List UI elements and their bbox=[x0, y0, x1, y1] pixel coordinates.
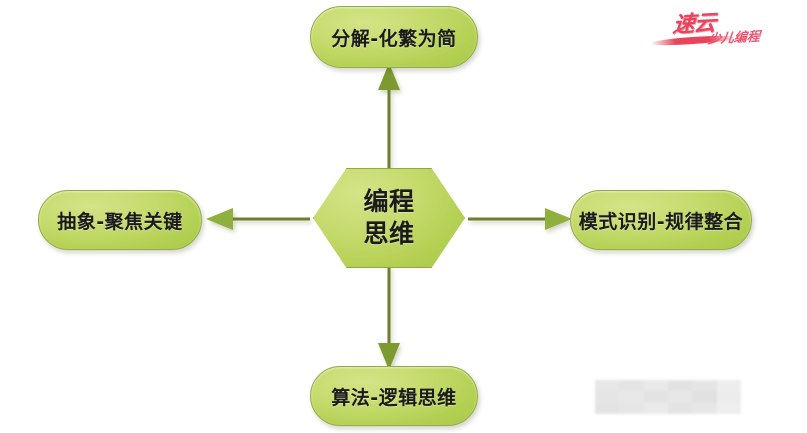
node-algorithm-label: 算法-逻辑思维 bbox=[331, 386, 457, 409]
node-decomposition-label: 分解-化繁为简 bbox=[331, 27, 457, 50]
node-computational-thinking[interactable]: 编程 思维 bbox=[313, 168, 465, 268]
connector-center-to-bottom bbox=[378, 266, 400, 370]
node-abstraction-label: 抽象-聚焦关键 bbox=[57, 210, 183, 233]
node-pattern-recognition-label: 模式识别-规律整合 bbox=[578, 210, 744, 233]
connector-center-to-top bbox=[378, 63, 400, 170]
node-abstraction[interactable]: 抽象-聚焦关键 bbox=[38, 190, 202, 250]
node-algorithm[interactable]: 算法-逻辑思维 bbox=[310, 366, 478, 426]
node-decomposition[interactable]: 分解-化繁为简 bbox=[310, 6, 478, 68]
connector-center-to-right bbox=[468, 208, 572, 230]
connector-center-to-left bbox=[206, 208, 310, 230]
node-computational-thinking-label: 编程 思维 bbox=[363, 187, 415, 248]
node-pattern-recognition[interactable]: 模式识别-规律整合 bbox=[570, 190, 752, 250]
